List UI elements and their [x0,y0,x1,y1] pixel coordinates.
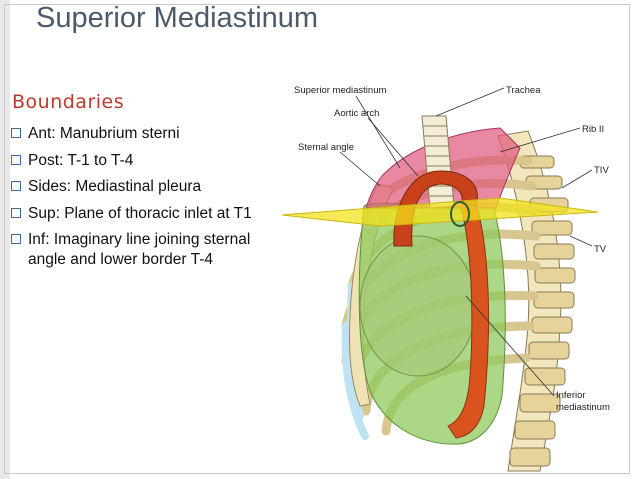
bullet-inferior: Inf: Imaginary line joining sternal angl… [10,230,272,269]
section-heading: Boundaries [12,91,125,113]
bullet-anterior: Ant: Manubrium sterni [10,124,272,144]
heart [359,235,477,377]
bullet-text: Sides: Mediastinal pleura [28,178,202,195]
mediastinum-diagram: Superior mediastinum Trachea Aortic arch… [281,85,610,472]
label-trachea: Trachea [506,85,541,96]
label-aortic-arch: Aortic arch [334,108,379,119]
bullet-text: Ant: Manubrium sterni [28,125,180,142]
checkbox-bullet-icon [11,181,21,191]
checkbox-bullet-icon [11,128,21,138]
label-inferior: Inferior [556,390,586,401]
bullet-text: Sup: Plane of thoracic inlet at T1 [28,204,252,222]
boundary-list: Ant: Manubrium sterni Post: T-1 to T-4 S… [10,124,272,276]
label-tv: TV [594,244,607,255]
sternal-angle-plane [281,197,599,227]
azygos-vein [450,201,470,227]
label-tiv: TIV [594,165,609,176]
label-rib-ii: Rib II [582,124,604,135]
slide-left-border [0,0,10,479]
descending-aorta [447,195,490,439]
label-superior-mediastinum: Superior mediastinum [294,85,386,96]
slide-title: Superior Mediastinum [36,2,319,34]
bullet-posterior: Post: T-1 to T-4 [10,151,272,171]
bullet-sides: Sides: Mediastinal pleura [10,177,272,197]
bullet-superior: Sup: Plane of thoracic inlet at T1 [10,204,272,224]
checkbox-bullet-icon [11,154,21,165]
checkbox-bullet-icon [11,207,21,218]
label-mediastinum: mediastinum [556,402,610,413]
bullet-text: Inf: Imaginary line joining sternal angl… [28,231,251,268]
label-sternal-angle: Sternal angle [298,142,354,153]
checkbox-bullet-icon [11,234,21,244]
leader-lines [339,87,593,397]
bullet-text: Post: T-1 to T-4 [28,151,134,169]
slide-frame [4,4,630,474]
